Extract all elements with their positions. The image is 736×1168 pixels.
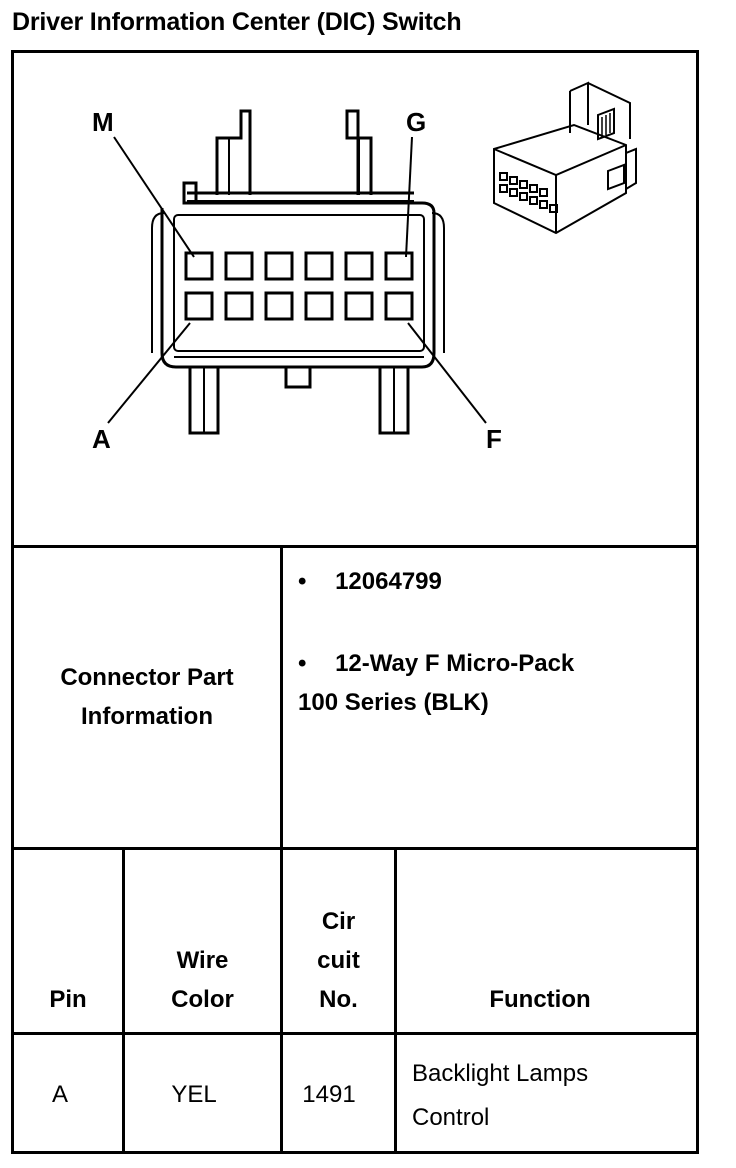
page-title: Driver Information Center (DIC) Switch (12, 8, 462, 36)
divider (394, 847, 397, 1154)
pin-label-m: M (92, 107, 114, 137)
table-row-wire-color: YEL (171, 1081, 217, 1108)
header-function: Function (489, 986, 591, 1013)
label-line: Connector Part (60, 664, 234, 691)
bullet: • (298, 568, 307, 595)
divider (11, 847, 699, 850)
connector-isometric-icon (493, 81, 637, 235)
description-line: 100 Series (BLK) (298, 689, 489, 716)
divider (11, 545, 699, 548)
connector-part-info-label: Connector Part Information (14, 658, 280, 736)
divider (280, 545, 283, 1154)
bullet: • (298, 650, 307, 677)
connector-diagram: M G A F (92, 81, 637, 454)
header-pin: Pin (49, 986, 87, 1013)
pin-label-g: G (406, 107, 426, 137)
connector-table-frame (11, 50, 699, 1154)
connector-face-view-icon (107, 109, 487, 435)
label-line: Information (81, 703, 213, 730)
table-row-function: Backlight Lamps Control (412, 1060, 589, 1131)
divider (122, 847, 125, 1154)
description-line: 12-Way F Micro-Pack (335, 650, 575, 677)
part-number-item: • 12064799 (298, 568, 442, 596)
part-number: 12064799 (335, 568, 442, 595)
divider (11, 1032, 699, 1035)
header-wire-color: Wire Color (171, 947, 234, 1013)
pin-label-f: F (486, 424, 502, 454)
description-item: • 12-Way F Micro-Pack 100 Series (BLK) (298, 644, 574, 722)
header-circuit: Cir cuit No. (317, 908, 360, 1013)
table-row-pin: A (51, 1081, 68, 1108)
pin-label-a: A (92, 424, 111, 454)
table-row-circuit: 1491 (302, 1081, 356, 1108)
